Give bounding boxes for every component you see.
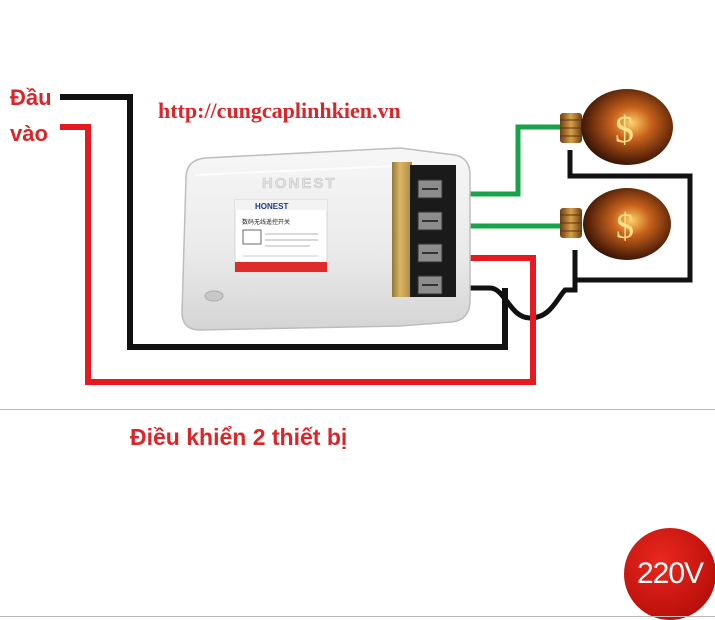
input-label-line-2: vào: [10, 121, 48, 146]
relay-module: HONEST HONEST 数码无线遥控开关: [181, 147, 471, 331]
caption: Điều khiển 2 thiết bị: [130, 424, 348, 450]
voltage-badge-text: 220V: [636, 557, 704, 590]
divider: [0, 409, 715, 410]
label-brand: HONEST: [255, 202, 288, 211]
module-brand-embossed: HONEST: [262, 175, 337, 192]
website-url: http://cungcaplinhkien.vn: [158, 98, 401, 123]
live-wire: [60, 124, 536, 385]
neutral-wire-to-bulb-2: [567, 150, 693, 283]
bottom-border: [0, 616, 715, 617]
voltage-badge: 220V: [624, 528, 715, 620]
module-product-label: HONEST 数码无线遥控开关: [234, 199, 328, 273]
input-label: Đầu vào: [10, 80, 52, 152]
bulb-1-glass: [581, 89, 673, 165]
light-bulb-icon: $: [560, 89, 673, 165]
bulb-2-glass: [583, 188, 671, 260]
load-wire-bulb-1: [440, 124, 565, 197]
dollar-filament-icon: $: [615, 109, 634, 151]
label-text: 数码无线遥控开关: [242, 218, 290, 226]
indicator-led: [204, 290, 224, 302]
light-bulb-icon: $: [560, 188, 671, 260]
input-label-line-1: Đầu: [10, 85, 52, 110]
dollar-filament-icon: $: [616, 206, 634, 246]
terminal-block: [392, 162, 456, 297]
neutral-wire: [60, 94, 508, 350]
